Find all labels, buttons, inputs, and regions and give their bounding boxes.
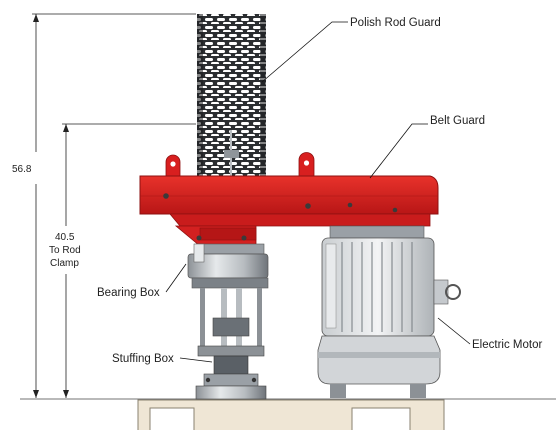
callout-polish-rod-guard: Polish Rod Guard: [261, 17, 441, 83]
rod-clamp-line2: To Rod: [49, 245, 81, 256]
callout-electric-motor: Electric Motor: [437, 317, 542, 351]
callout-stuffing-box: Stuffing Box: [112, 353, 213, 365]
callout-bearing-box: Bearing Box: [97, 263, 187, 299]
electric-motor: [317, 225, 461, 398]
rod-clamp-line3: Clamp: [50, 258, 79, 269]
rod-clamp-value: 40.5: [55, 232, 75, 243]
polish-rod-guard: [197, 14, 266, 180]
belt-guard-label: Belt Guard: [430, 115, 485, 127]
stuffing-box-assembly: [195, 288, 267, 400]
base-platform: [20, 398, 556, 430]
callout-belt-guard: Belt Guard: [369, 115, 485, 179]
overall-height-value: 56.8: [12, 164, 32, 175]
dimension-overall-height: 56.8: [12, 13, 196, 398]
bearing-box-label: Bearing Box: [97, 287, 160, 299]
stuffing-box-label: Stuffing Box: [112, 353, 174, 365]
dimension-rod-clamp: 40.5 To Rod Clamp: [49, 123, 196, 398]
bearing-box: [187, 243, 269, 289]
belt-guard: [139, 152, 439, 247]
polish-rod-guard-label: Polish Rod Guard: [350, 17, 441, 29]
electric-motor-label: Electric Motor: [472, 339, 542, 351]
